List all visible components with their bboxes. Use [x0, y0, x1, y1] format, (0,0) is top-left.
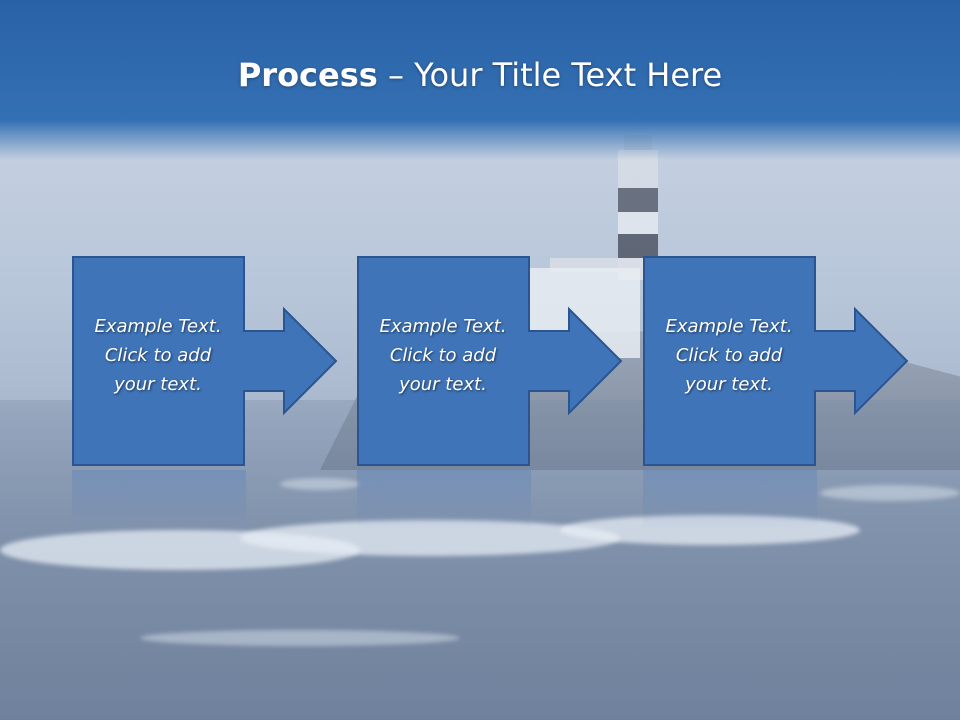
- wave-foam: [560, 515, 860, 545]
- title-rest: – Your Title Text Here: [377, 56, 723, 94]
- step-1-arrow-shape: [72, 256, 338, 466]
- step-3-arrow-shape: [643, 256, 909, 466]
- slide-title[interactable]: Process – Your Title Text Here: [0, 52, 960, 98]
- process-step-3[interactable]: Example Text. Click to add your text.: [643, 256, 909, 466]
- process-step-1[interactable]: Example Text. Click to add your text.: [72, 256, 338, 466]
- step-3-text: Example Text. Click to add your text.: [665, 316, 793, 395]
- step-2-text: Example Text. Click to add your text.: [379, 316, 507, 395]
- wave-foam: [820, 485, 960, 501]
- step-2-reflection: [357, 470, 531, 530]
- wave-foam: [280, 478, 360, 490]
- step-1-reflection: [72, 470, 246, 530]
- step-2-arrow-shape: [357, 256, 623, 466]
- title-bold: Process: [237, 56, 378, 94]
- step-1-text: Example Text. Click to add your text.: [94, 316, 222, 395]
- wave-foam: [140, 630, 460, 646]
- process-step-2[interactable]: Example Text. Click to add your text.: [357, 256, 623, 466]
- wave-foam: [240, 520, 620, 556]
- header-band: [0, 0, 960, 160]
- step-3-reflection: [643, 470, 817, 530]
